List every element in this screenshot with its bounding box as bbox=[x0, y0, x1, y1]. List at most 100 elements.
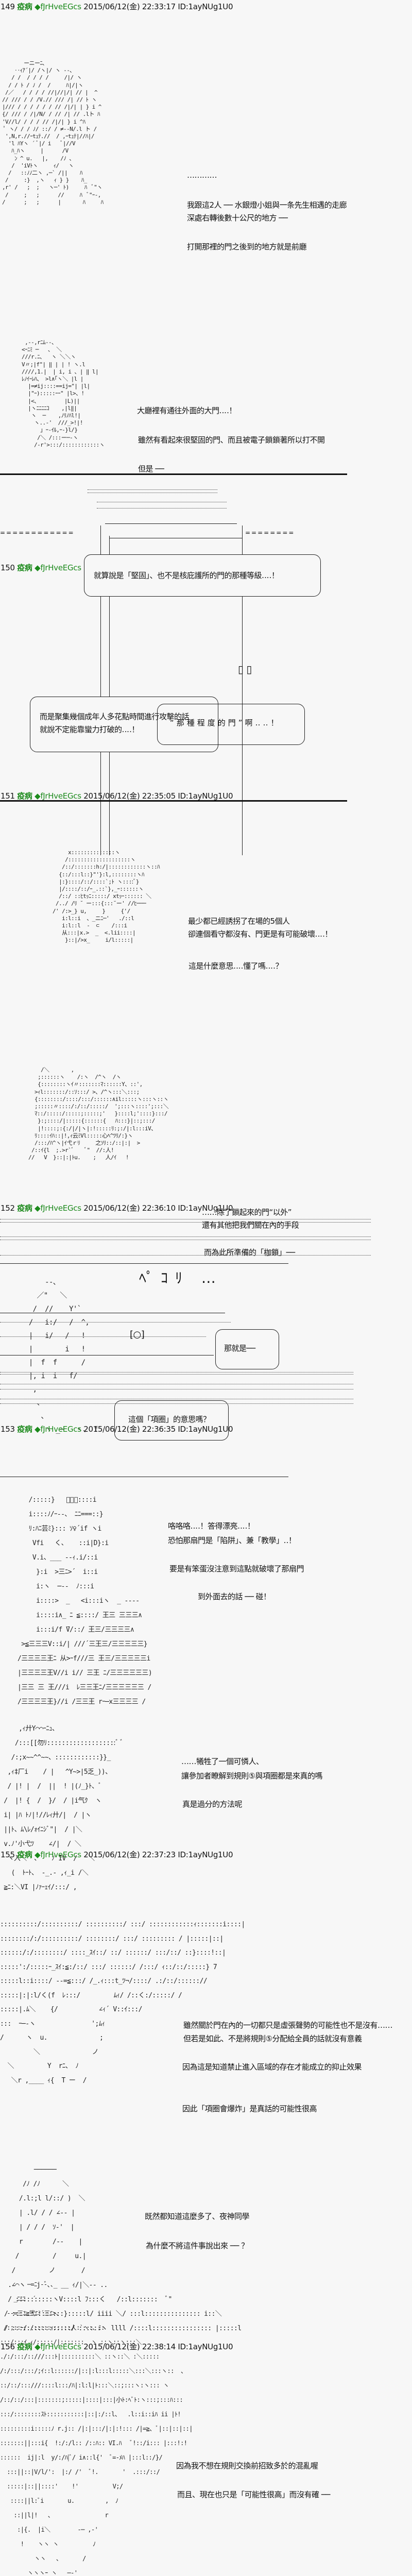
door-post bbox=[242, 526, 243, 855]
post-header-155: 155 疫病 ◆fJrHveEGcs 2015/06/12(金) 22:37:2… bbox=[1, 1850, 233, 1859]
dialogue-line: 因為這是知道禁止進入區域的存在才能成立的抑止效果 bbox=[182, 2062, 362, 2072]
door-post bbox=[100, 526, 101, 855]
wall-line: ============ bbox=[0, 529, 75, 536]
post-date: 2015/06/12(金) 22:38:14 bbox=[83, 2342, 176, 2351]
dialogue-line: 真是過分的方法呢 bbox=[182, 1800, 243, 1809]
author-name: 疫病 bbox=[17, 791, 32, 801]
dialogue-line: 為什麼不將這件事說出來 ── ？ bbox=[146, 2241, 249, 2250]
door-frame-dots bbox=[88, 489, 217, 490]
post-number[interactable]: 155 bbox=[1, 1850, 15, 1859]
post-header-152: 152 疫病 ◆fJrHveEGcs 2015/06/12(金) 22:36:1… bbox=[1, 1204, 233, 1213]
background-dots bbox=[0, 1374, 353, 1375]
ascii-art-l-hand: ::::::::::/::::::::::/ ::::::::::/ :::/ … bbox=[0, 1921, 245, 2084]
post-number[interactable]: 156 bbox=[1, 2342, 15, 2351]
speech-bubble: 那就是── bbox=[215, 1329, 279, 1369]
sound-effect: ﾍﾟｺﾘ … bbox=[139, 1269, 223, 1286]
ascii-art-light-face: ,‐‐,rﾆﾑ‐‐、 <ｰﾆﾐ ─ 、 ＼ ///r.ﾆ、 ヽ ＼＼ヽ V〃;|… bbox=[22, 339, 105, 448]
dialogue-line: 雖然有看起來很堅固的門、而且被電子鎖鎖著所以打不開 bbox=[138, 435, 325, 445]
desk-dots bbox=[0, 1336, 206, 1337]
dialogue-line: 最少都已經誘拐了在場的5個人 卻連個看守都沒有、門更是有可能破壞‥‥！ bbox=[188, 917, 333, 939]
author-id[interactable]: ID:1ayNUg1U0 bbox=[178, 2342, 233, 2351]
dialogue-line: 因為我不想在規則交換前招致多於的混亂喔 bbox=[176, 2461, 318, 2470]
post-date: 2015/06/12(金) 22:36:35 bbox=[83, 1425, 176, 1434]
author-name: 疫病 bbox=[17, 2342, 32, 2351]
author-id[interactable]: ID:1ayNUg1U0 bbox=[178, 2, 233, 11]
ascii-art-long-hair-woman: ,ｨ廾Y⌒⌒ｰﾆｭ、 /:::[[勿ﾘ:::::::::::::::::::ﾞ … bbox=[4, 1725, 123, 1891]
speech-bubble: 這個「項圈」的意思嗎？ bbox=[114, 1400, 229, 1440]
panel-border-top bbox=[0, 1263, 288, 1264]
dialogue-line: 雖然關於門在內的一切都只是虛張聲勢的可能性也不是沒有…… 但若是如此、不是將規則… bbox=[183, 2021, 393, 2043]
post-date: 2015/06/12(金) 22:36:10 bbox=[83, 1204, 176, 1213]
panel-border-top bbox=[0, 473, 347, 475]
author-name: 疫病 bbox=[17, 2, 32, 11]
collar-icon: [○] bbox=[130, 1329, 145, 1340]
post-number[interactable]: 151 bbox=[1, 791, 15, 801]
ascii-art-light-hair: ─=ﾆ ‐‐ ､ _ﾆﾆﾆ ´ ‐‐=三ﾆ≧弐ﾆﾐ´三ﾆ>、 /:;::ｰ/ /… bbox=[0, 2281, 193, 2576]
author-trip: ◆fJrHveEGcs bbox=[35, 2, 81, 11]
post-header-151: 151 疫病 ◆fJrHveEGcs 2015/06/12(金) 22:35:0… bbox=[1, 791, 233, 801]
dialogue-line: 我跟這2人 ── 水銀燈小姐與一条先生相遇的走廊 深處右轉後數十公尺的地方 ── bbox=[187, 200, 347, 223]
post-number[interactable]: 150 bbox=[1, 563, 15, 572]
author-trip: ◆fJrHveEGcs bbox=[35, 791, 81, 801]
door-post bbox=[109, 536, 110, 855]
background-dots bbox=[0, 1403, 353, 1404]
post-header-149: 149 疫病 ◆fJrHveEGcs 2015/06/12(金) 22:33:1… bbox=[1, 2, 233, 11]
post-date: 2015/06/12(金) 22:37:23 bbox=[83, 1850, 176, 1859]
dialogue-line: 而且、現在也只是「可能性很高」而沒有確 ── bbox=[177, 2490, 330, 2499]
bubble-text: 那就是── bbox=[224, 1344, 255, 1353]
post-number[interactable]: 152 bbox=[1, 1204, 15, 1213]
background-dots bbox=[0, 1255, 371, 1256]
bubble-text: 這個「項圈」的意思嗎？ bbox=[128, 1415, 211, 1424]
post-date: 2015/06/12(金) 22:33:17 bbox=[83, 2, 176, 11]
dialogue-line: 但是 ── bbox=[138, 464, 164, 473]
ascii-art-mustache-man: /:::::} ﾞ＼ﾞ::::i i::::ﾉ/ｰ‐‐、 ﾆﾆ===::} ﾘ:… bbox=[18, 1496, 152, 1706]
author-id[interactable]: ID:1ayNUg1U0 bbox=[178, 791, 233, 801]
dialogue-line: ……除了鎖起來的門“以外” 還有其他把我們關在內的手段 bbox=[202, 1208, 299, 1230]
dialogue-line: 到外面去的話 ── 碰！ bbox=[198, 1592, 271, 1601]
panel-border-bottom bbox=[0, 800, 347, 802]
dialogue-line: 咯咯咯‥‥！答得漂亮‥‥！ 恐怕那扇門是「陷阱」、兼「教學」‥！ bbox=[168, 1521, 296, 1545]
bubble-text: 而是聚集幾個成年人多花點時間進行攻擊的話 就說不定能靠蠻力打破的‥‥！ bbox=[40, 712, 190, 734]
ascii-art-spiky-hair: /＼ , ;::::::ヽ /:ヽ /^ヽ /ヽ {::::::::ヽｲ〃:::… bbox=[28, 1066, 169, 1161]
door-lintel bbox=[105, 523, 237, 524]
post-header-153: 153 疫病 ◆fJrHveEGcs 2015/06/12(金) 22:36:3… bbox=[1, 1425, 233, 1434]
dialogue-line: 因此「項圈會爆炸」是真話的可能性很高 bbox=[182, 2104, 317, 2113]
dialogue-line: 這是什麼意思‥‥懂了嗎‥‥？ bbox=[188, 961, 283, 971]
dialogue-line: ……犧牲了一個可憐人、 讓參加者瞭解到規則⑤與項圈都是來真的嗎 bbox=[181, 1757, 322, 1781]
author-id[interactable]: ID:1ayNUg1U0 bbox=[178, 1425, 233, 1434]
author-name: 疫病 bbox=[17, 1850, 32, 1859]
dialogue-line: 打開那裡的門之後到的地方就是前廳 bbox=[187, 242, 307, 251]
author-name: 疫病 bbox=[17, 1204, 32, 1213]
author-trip: ◆fJrHveEGcs bbox=[35, 1425, 81, 1434]
dialogue-line: 大廳裡有通往外面的大門‥‥！ bbox=[137, 406, 237, 415]
author-id[interactable]: ID:1ayNUg1U0 bbox=[178, 1850, 233, 1859]
dialogue-line: 要是有笨蛋沒注意到這點就破壞了那扇門 bbox=[169, 1564, 304, 1573]
post-header-156: 156 疫病 ◆fJrHveEGcs 2015/06/12(金) 22:38:1… bbox=[1, 2342, 233, 2351]
post-number[interactable]: 149 bbox=[1, 2, 15, 11]
wall-line: ======== bbox=[245, 529, 295, 536]
speech-bubble: “那種程度的門”啊‥‥！ bbox=[157, 704, 305, 745]
author-trip: ◆fJrHveEGcs bbox=[35, 2342, 81, 2351]
background-dots bbox=[0, 1222, 371, 1223]
author-name: 疫病 bbox=[17, 1425, 32, 1434]
ascii-art-hand: ‐‐、 ／" ＼ / // Y'` / i:/ / ^, | i/ / ! | … bbox=[28, 1278, 98, 1434]
dialogue-line: 既然都知道這麼多了、夜神同學 bbox=[145, 2212, 250, 2221]
author-id[interactable]: ID:1ayNUg1U0 bbox=[178, 1204, 233, 1213]
dialogue-line: 而為此所準備的「枷鎖」── bbox=[204, 1248, 295, 1257]
bubble-text: 就算說是「堅固」、也不是核庇護所的門的那種等級‥‥！ bbox=[94, 571, 279, 580]
ascii-art-pink-girl: x::::::::::::::ヽ /::::::::::::::::::::ヽ … bbox=[53, 849, 160, 944]
background-dots bbox=[0, 1236, 371, 1237]
bubble-text: “那種程度的門”啊‥‥！ bbox=[170, 718, 281, 727]
author-trip: ◆fJrHveEGcs bbox=[35, 1850, 81, 1859]
post-number[interactable]: 153 bbox=[1, 1425, 15, 1434]
desk-dots bbox=[0, 1322, 231, 1323]
author-trip: ◆fJrHveEGcs bbox=[35, 563, 81, 572]
dialogue-line: ………… bbox=[187, 171, 217, 180]
door-frame-dots bbox=[97, 508, 227, 509]
post-date: 2015/06/12(金) 22:35:05 bbox=[83, 791, 176, 801]
door-handle-icon: ▯ ▯ bbox=[238, 663, 252, 675]
speech-bubble: 而是聚集幾個成年人多花點時間進行攻擊的話 就說不定能靠蠻力打破的‥‥！ bbox=[30, 697, 218, 752]
author-trip: ◆fJrHveEGcs bbox=[35, 1204, 81, 1213]
author-name: 疫病 bbox=[17, 563, 32, 572]
speech-bubble: 就算說是「堅固」、也不是核庇護所的門的那種等級‥‥！ bbox=[84, 554, 321, 597]
